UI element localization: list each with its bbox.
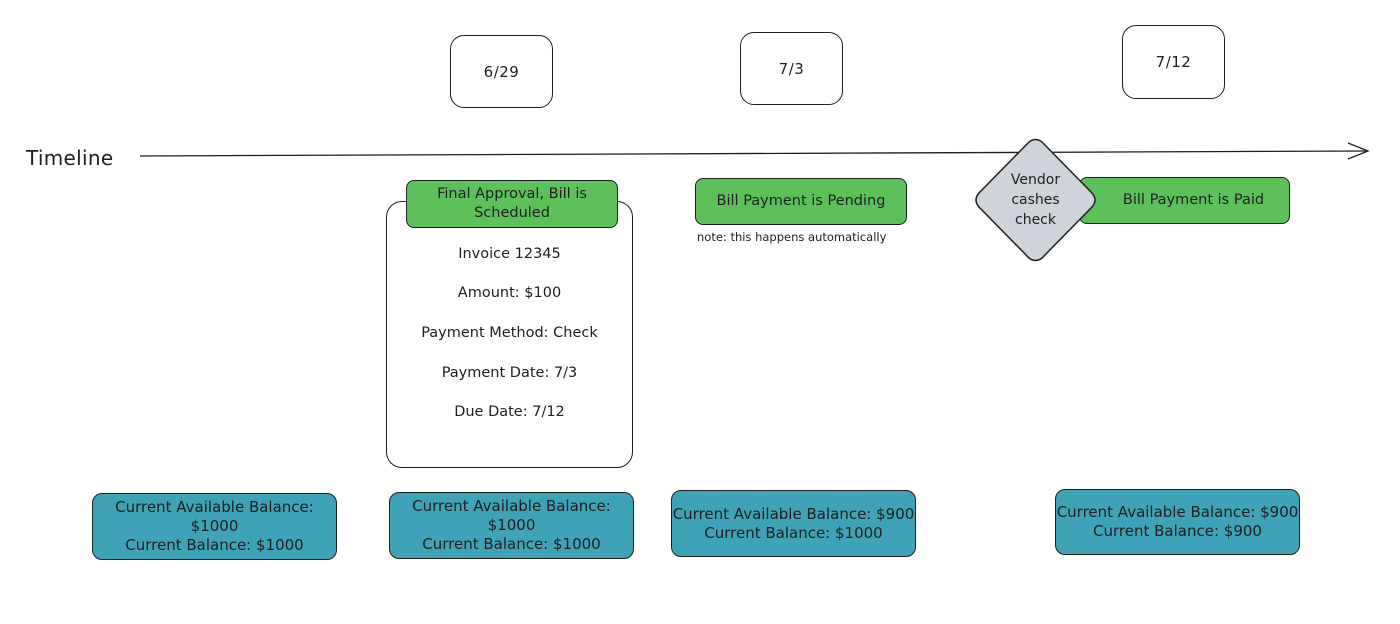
current-balance-1: Current Balance: $1000 (125, 536, 304, 554)
current-balance-2: Current Balance: $1000 (422, 535, 601, 553)
invoice-number: Invoice 12345 (458, 246, 561, 262)
balance-box-4: Current Available Balance: $900 Current … (1055, 489, 1300, 555)
balance-box-3: Current Available Balance: $900 Current … (671, 490, 916, 557)
available-balance-4: Current Available Balance: $900 (1056, 503, 1299, 521)
date-box-0712: 7/12 (1122, 25, 1225, 99)
invoice-amount: Amount: $100 (457, 285, 562, 301)
event-bill-scheduled: Final Approval, Bill is Scheduled (406, 180, 618, 228)
available-balance-3: Current Available Balance: $900 (672, 504, 915, 523)
date-box-0703: 7/3 (740, 32, 843, 105)
due-date: Due Date: 7/12 (454, 404, 565, 420)
balance-box-2: Current Available Balance: $1000 Current… (389, 492, 634, 559)
current-balance-4: Current Balance: $900 (1093, 522, 1262, 540)
decision-line-3: check (1015, 212, 1056, 228)
decision-vendor-cashes-check: Vendor cashes check (973, 137, 1098, 263)
event-payment-pending: Bill Payment is Pending (695, 178, 907, 225)
timeline-label: Timeline (26, 146, 114, 170)
payment-date: Payment Date: 7/3 (441, 365, 578, 381)
payment-method: Payment Method: Check (421, 325, 598, 341)
pending-note: note: this happens automatically (697, 230, 887, 244)
available-balance-2: Current Available Balance: $1000 (412, 497, 611, 534)
date-box-0629: 6/29 (450, 35, 553, 108)
event-payment-paid: Bill Payment is Paid (1079, 177, 1290, 224)
decision-line-2: cashes (1011, 192, 1060, 208)
decision-line-1: Vendor (1010, 172, 1061, 188)
balance-box-1: Current Available Balance: $1000 Current… (92, 493, 337, 560)
diamond-shape (975, 138, 1096, 262)
current-balance-3: Current Balance: $1000 (704, 523, 883, 542)
invoice-details-card: Invoice 12345 Amount: $100 Payment Metho… (386, 201, 633, 468)
available-balance-1: Current Available Balance: $1000 (115, 498, 314, 535)
